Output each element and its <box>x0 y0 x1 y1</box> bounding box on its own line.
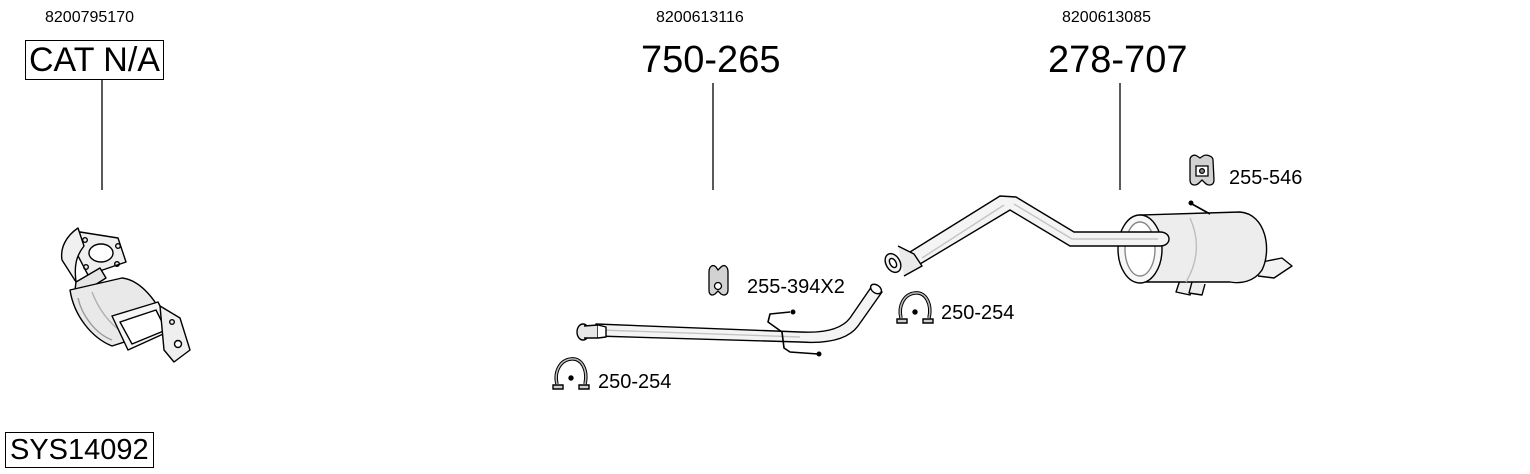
system-id-label: SYS14092 <box>5 432 154 468</box>
catalyst-part-label[interactable]: CAT N/A <box>25 40 164 80</box>
rubber-hanger-icon-front[interactable] <box>708 265 729 296</box>
oem-number-front-pipe: 8200613116 <box>656 9 744 26</box>
rear-silencer-part-number[interactable]: 278-707 <box>1048 39 1188 81</box>
catalytic-converter-drawing[interactable] <box>60 227 191 363</box>
clamp-label-middle[interactable]: 250-254 <box>941 302 1015 324</box>
oem-number-rear-silencer: 8200613085 <box>1062 9 1151 26</box>
rear-silencer-drawing[interactable] <box>882 195 1293 296</box>
rubber-hanger-icon-rear[interactable] <box>1189 154 1215 186</box>
hanger-label-front[interactable]: 255-394X2 <box>747 276 845 298</box>
hanger-label-rear[interactable]: 255-546 <box>1229 167 1303 189</box>
front-pipe-part-number[interactable]: 750-265 <box>641 39 781 81</box>
clamp-icon-middle[interactable] <box>896 291 934 324</box>
oem-number-catalyst: 8200795170 <box>45 9 134 26</box>
front-pipe-drawing[interactable] <box>576 282 883 357</box>
clamp-icon-front[interactable] <box>552 357 590 390</box>
clamp-label-front[interactable]: 250-254 <box>598 371 672 393</box>
